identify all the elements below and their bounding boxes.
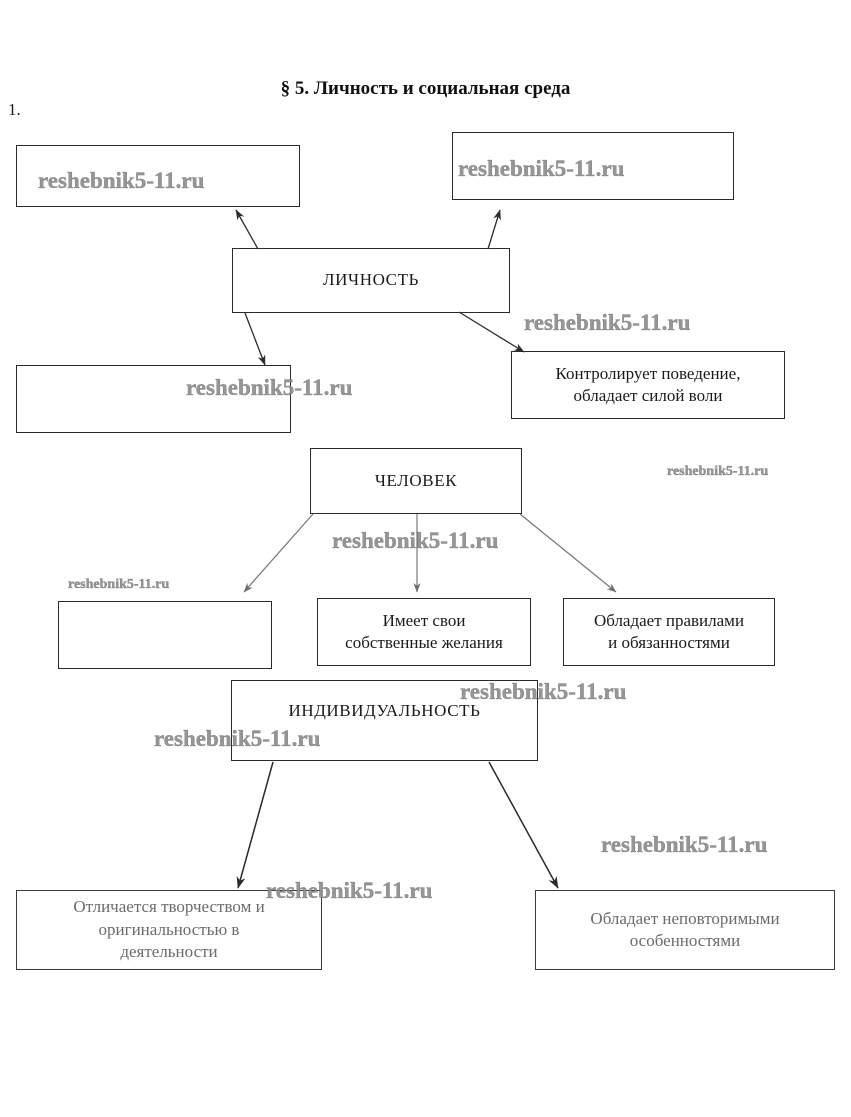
watermark: reshebnik5-11.ru xyxy=(266,878,433,903)
node-creativity[interactable]: Отличается творчеством и оригинальностью… xyxy=(16,890,322,970)
node-lichnost-text: ЛИЧНОСТЬ xyxy=(323,270,419,290)
watermark: reshebnik5-11.ru xyxy=(332,528,499,553)
node-unique-features[interactable]: Обладает неповторимыми особенностями xyxy=(535,890,835,970)
arrow-individualnost-to-unique-features xyxy=(488,761,559,889)
node-rules-duties[interactable]: Обладает правилами и обязанностями xyxy=(563,598,775,666)
watermark: reshebnik5-11.ru xyxy=(601,832,768,857)
watermark: reshebnik5-11.ru xyxy=(68,577,170,592)
watermark: reshebnik5-11.ru xyxy=(458,156,625,181)
arrow-lichnost-to-empty-top-right xyxy=(487,209,501,250)
node-own-desires[interactable]: Имеет свои собственные желания xyxy=(317,598,531,666)
node-individualnost[interactable]: ИНДИВИДУАЛЬНОСТЬ xyxy=(231,680,538,761)
page-title: § 5. Личность и социальная среда xyxy=(280,78,571,99)
node-own-desires-text: Имеет свои собственные желания xyxy=(345,610,503,652)
node-empty-top-left[interactable] xyxy=(16,145,300,207)
watermark: reshebnik5-11.ru xyxy=(38,168,205,193)
node-individualnost-text: ИНДИВИДУАЛЬНОСТЬ xyxy=(288,701,481,721)
watermark: reshebnik5-11.ru xyxy=(460,679,627,704)
arrow-individualnost-to-creativity xyxy=(236,761,274,889)
node-chelovek-text: ЧЕЛОВЕК xyxy=(374,470,458,490)
node-rules-duties-text: Обладает правилами и обязанностями xyxy=(593,610,745,652)
watermark: reshebnik5-11.ru xyxy=(524,310,691,335)
arrow-lichnost-to-empty-top-left xyxy=(235,209,259,250)
node-controls-behavior[interactable]: Контролирует поведение, обладает силой в… xyxy=(511,351,785,419)
node-empty-mid-left[interactable] xyxy=(16,365,291,433)
watermark: reshebnik5-11.ru xyxy=(667,464,769,479)
arrow-lichnost-to-empty-mid-left xyxy=(244,312,266,366)
watermark: reshebnik5-11.ru xyxy=(154,726,321,751)
arrow-lichnost-to-controls-behavior xyxy=(458,311,525,353)
node-lichnost[interactable]: ЛИЧНОСТЬ xyxy=(232,248,510,313)
node-empty-lower-left[interactable] xyxy=(58,601,272,669)
node-creativity-text: Отличается творчеством и оригинальностью… xyxy=(73,897,265,962)
node-empty-top-right[interactable] xyxy=(452,132,734,200)
node-unique-features-text: Обладает неповторимыми особенностями xyxy=(590,908,780,950)
arrow-chelovek-to-empty-lower-left xyxy=(243,513,314,593)
watermark: reshebnik5-11.ru xyxy=(186,375,353,400)
arrow-chelovek-to-rules-duties xyxy=(519,513,617,593)
item-number: 1. xyxy=(8,100,21,119)
node-controls-behavior-text: Контролирует поведение, обладает силой в… xyxy=(555,363,741,405)
node-chelovek[interactable]: ЧЕЛОВЕК xyxy=(310,448,522,514)
